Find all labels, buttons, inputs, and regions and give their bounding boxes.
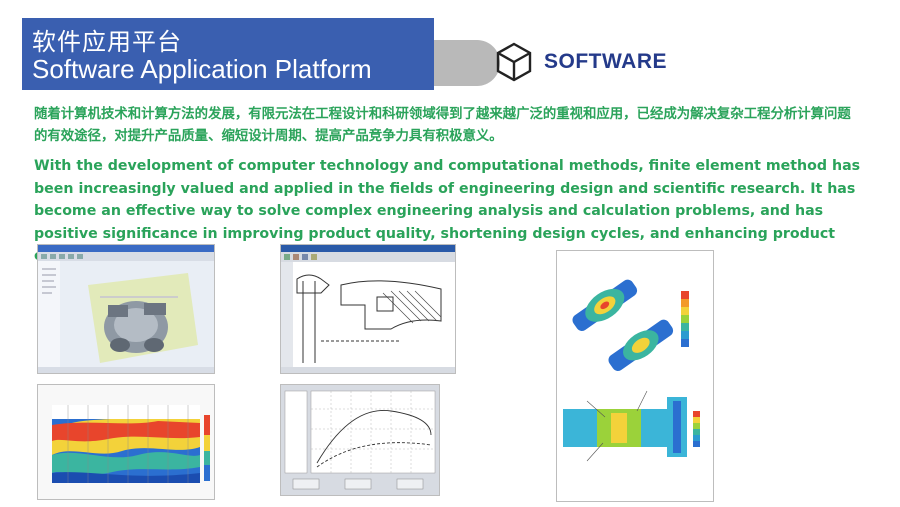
software-logo-icon [496,42,532,82]
curve-plot-screenshot [280,384,440,496]
page-title-cn: 软件应用平台 [32,28,182,56]
brand-name: SOFTWARE [544,50,667,73]
contour-map-screenshot [37,384,215,500]
intro-text-cn: 随着计算机技术和计算方法的发展，有限元法在工程设计和科研领域得到了越来越广泛的重… [34,107,851,144]
fea-stress-result-screenshot [556,250,714,502]
title-box: 软件应用平台 Software Application Platform [22,18,434,90]
page-title-en: Software Application Platform [32,54,372,84]
cad-3d-model-screenshot [37,244,215,374]
cad-drawing-screenshot [280,244,456,374]
title-banner: 软件应用平台 Software Application Platform [22,18,500,90]
